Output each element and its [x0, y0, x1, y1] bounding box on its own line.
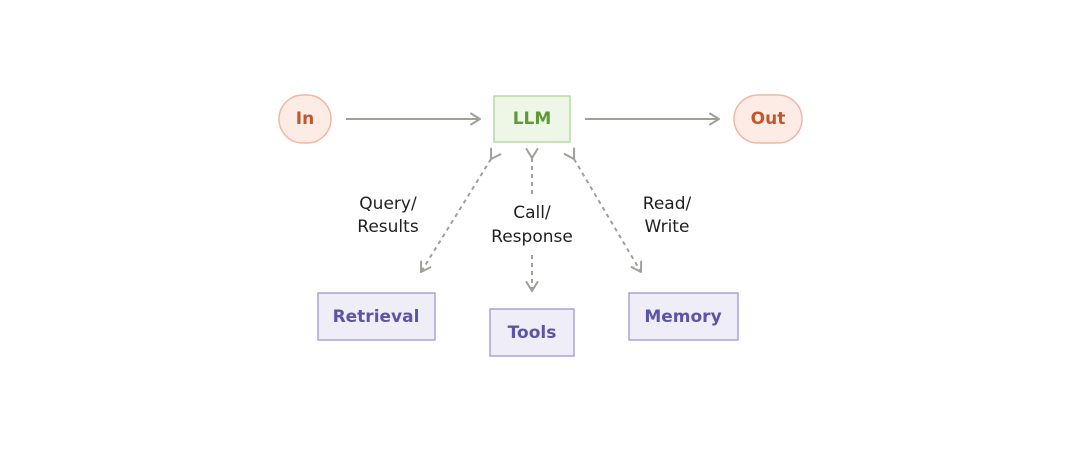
tools-node-label: Tools — [508, 323, 557, 343]
output-node-shape — [733, 94, 803, 144]
llm-node-shape — [493, 95, 571, 143]
edge-label-tools: Call/ Response — [491, 203, 573, 247]
memory-node-label: Memory — [644, 307, 721, 327]
edge-label-tools-line2: Response — [491, 227, 573, 247]
arrow-llm-memory — [563, 147, 643, 273]
llm-node: LLM — [493, 95, 571, 143]
tools-node: Tools — [489, 308, 575, 357]
edge-label-memory-line2: Write — [645, 217, 690, 237]
edge-label-retrieval: Query/ Results — [357, 194, 419, 237]
edge-label-tools-line1: Call/ — [513, 203, 551, 223]
input-node-shape — [278, 94, 332, 144]
input-node: In — [278, 94, 332, 144]
retrieval-node-label: Retrieval — [333, 307, 420, 327]
retrieval-node-shape — [317, 292, 436, 341]
llm-node-label: LLM — [513, 109, 552, 129]
edge-label-memory-line1: Read/ — [643, 194, 692, 214]
arrow-llm-retrieval — [420, 147, 502, 273]
output-node: Out — [733, 94, 803, 144]
edge-label-memory: Read/ Write — [643, 194, 692, 237]
output-node-label: Out — [751, 109, 786, 129]
memory-node: Memory — [628, 292, 739, 341]
memory-node-shape — [628, 292, 739, 341]
edge-label-retrieval-line1: Query/ — [359, 194, 417, 214]
input-node-label: In — [296, 109, 314, 129]
retrieval-node: Retrieval — [317, 292, 436, 341]
tools-node-shape — [489, 308, 575, 357]
edge-label-retrieval-line2: Results — [357, 217, 419, 237]
